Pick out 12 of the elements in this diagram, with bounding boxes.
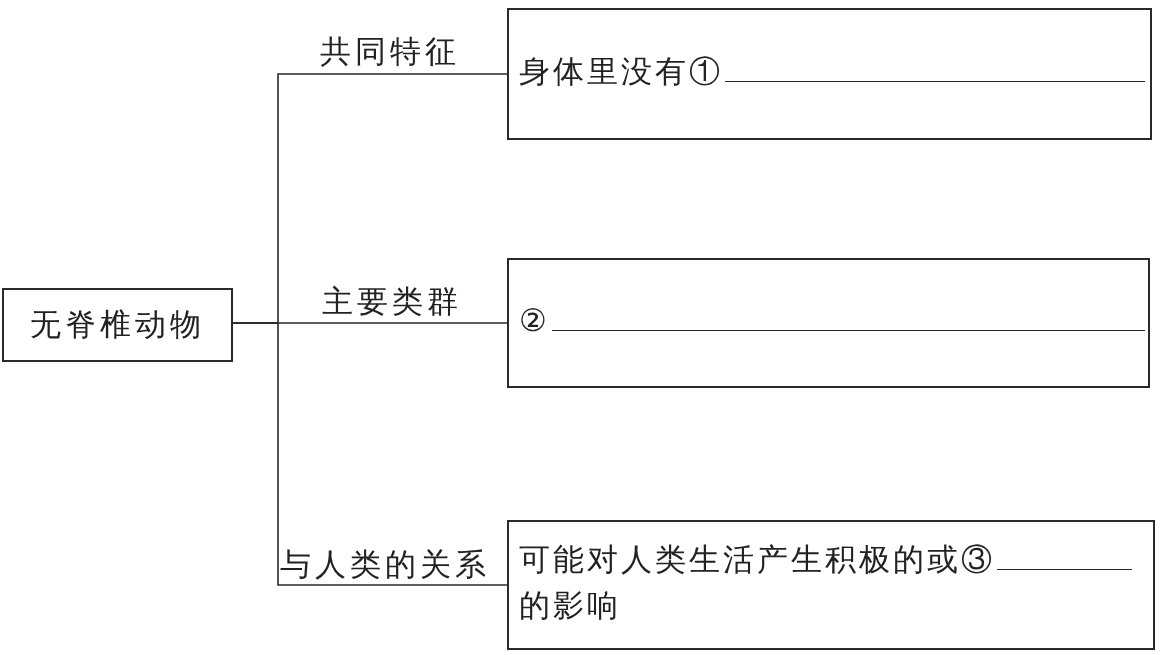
prompt-text: 可能对人类生活产生积极的或③ bbox=[519, 541, 995, 577]
prompt-text: 身体里没有① bbox=[519, 53, 723, 89]
edge-label: 共同特征 bbox=[320, 33, 460, 69]
content-box bbox=[507, 258, 1150, 388]
content-box bbox=[507, 8, 1152, 140]
prompt-text: ② bbox=[519, 302, 550, 338]
concept-box: 无脊椎动物 bbox=[2, 288, 233, 362]
edge-label: 与人类的关系 bbox=[280, 546, 490, 582]
prompt-text: 的影响 bbox=[519, 587, 621, 623]
connector-line bbox=[232, 322, 508, 586]
edge-label: 主要类群 bbox=[322, 283, 462, 319]
content-box bbox=[507, 520, 1155, 650]
